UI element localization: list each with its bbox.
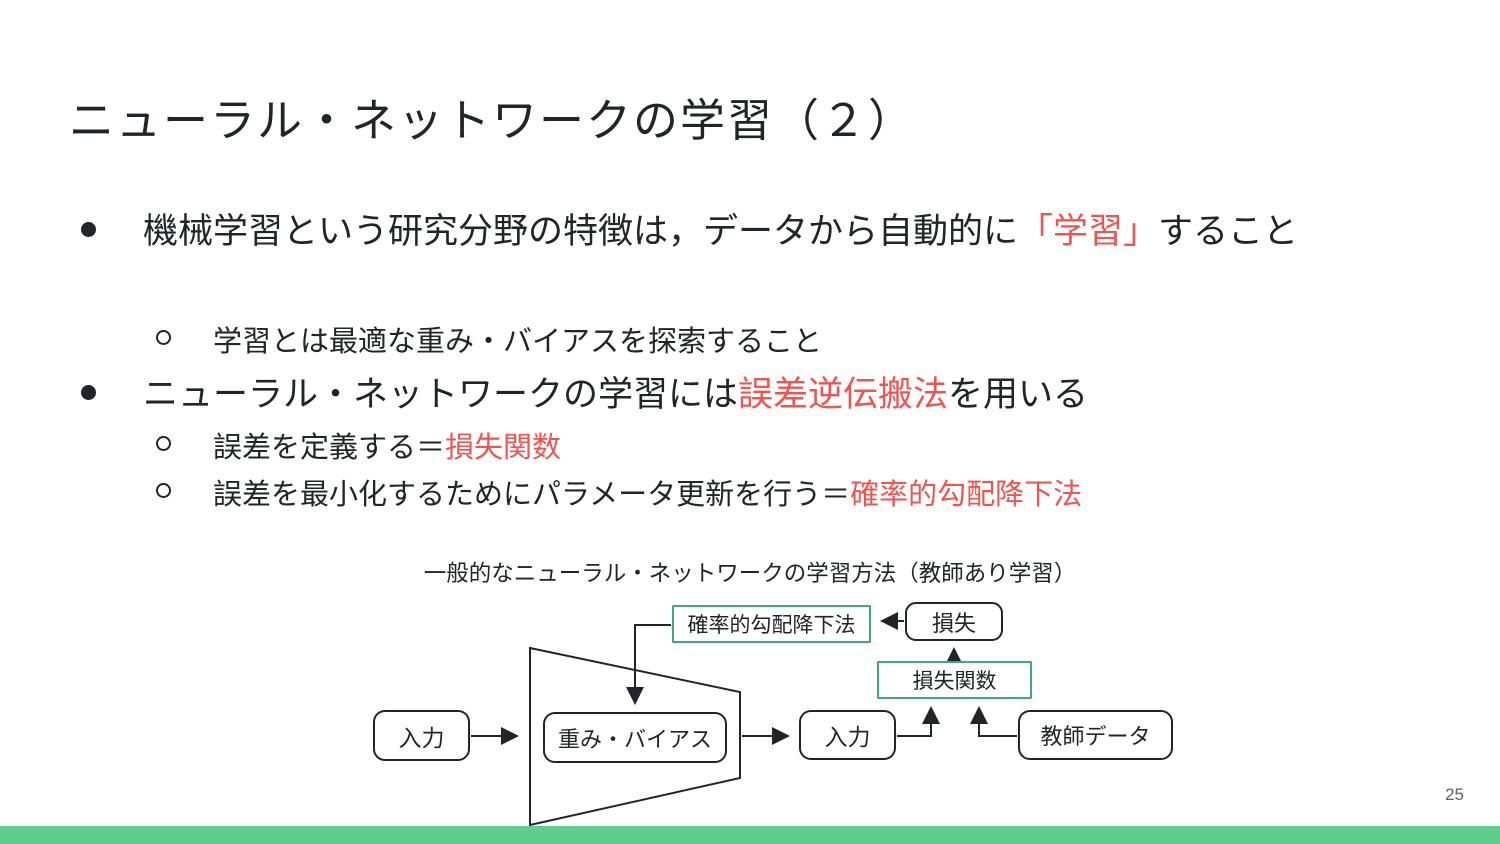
box-label: 重み・バイアス xyxy=(557,726,712,752)
diagram-box-loss-function: 損失関数 xyxy=(877,661,1032,699)
text-segment: 誤差を最小化するためにパラメータ更新を行う＝ xyxy=(213,479,851,511)
sub-bullet-1-1: 学習とは最適な重み・バイアスを探索すること xyxy=(213,320,1433,364)
highlight-segment: 損失関数 xyxy=(445,432,562,464)
bullet-dot xyxy=(81,222,96,237)
text-segment: すること xyxy=(1158,212,1299,251)
box-label: 確率的勾配降下法 xyxy=(687,614,856,637)
box-label: 入力 xyxy=(398,724,445,751)
highlight-segment: 「学習」 xyxy=(1018,212,1159,251)
sub-bullet-circle xyxy=(156,330,171,345)
diagram-caption: 一般的なニューラル・ネットワークの学習方法（教師あり学習） xyxy=(423,561,1077,586)
bullet-dot xyxy=(81,385,96,400)
highlight-segment: 確率的勾配降下法 xyxy=(850,479,1083,511)
highlight-segment: 誤差逆伝搬法 xyxy=(738,375,949,414)
bullet-item-1: 機械学習という研究分野の特徴は，データから自動的に「学習」すること xyxy=(143,205,1443,258)
text-segment: を用いる xyxy=(948,375,1089,414)
box-label: 損失関数 xyxy=(912,670,997,693)
diagram-box-input-right: 入力 xyxy=(799,710,896,760)
page-number: 25 xyxy=(1445,785,1464,804)
diagram-box-weights-bias: 重み・バイアス xyxy=(543,712,727,763)
box-label: 教師データ xyxy=(1040,724,1151,749)
bullet-item-2: ニューラル・ネットワークの学習には誤差逆伝搬法を用いる xyxy=(143,368,1463,421)
sub-bullet-2-2: 誤差を最小化するためにパラメータ更新を行う＝確率的勾配降下法 xyxy=(213,473,1433,517)
diagram-box-input-left: 入力 xyxy=(373,710,470,761)
text-segment: ニューラル・ネットワークの学習には xyxy=(143,375,739,414)
footer-accent-bar xyxy=(0,826,1500,844)
diagram-box-loss: 損失 xyxy=(905,602,1003,641)
text-segment: 学習とは最適な重み・バイアスを探索すること xyxy=(213,326,823,358)
slide-title: ニューラル・ネットワークの学習（２） xyxy=(69,95,916,146)
sub-bullet-circle xyxy=(156,483,171,498)
diagram-box-teacher-data: 教師データ xyxy=(1018,710,1173,760)
diagram-box-sgd: 確率的勾配降下法 xyxy=(672,605,871,643)
box-label: 入力 xyxy=(824,724,871,750)
text-segment: 機械学習という研究分野の特徴は，データから自動的に xyxy=(143,212,1019,251)
text-segment: 誤差を定義する＝ xyxy=(213,432,446,464)
sub-bullet-circle xyxy=(156,436,171,451)
sub-bullet-2-1: 誤差を定義する＝損失関数 xyxy=(213,426,1433,470)
box-label: 損失 xyxy=(931,610,976,636)
